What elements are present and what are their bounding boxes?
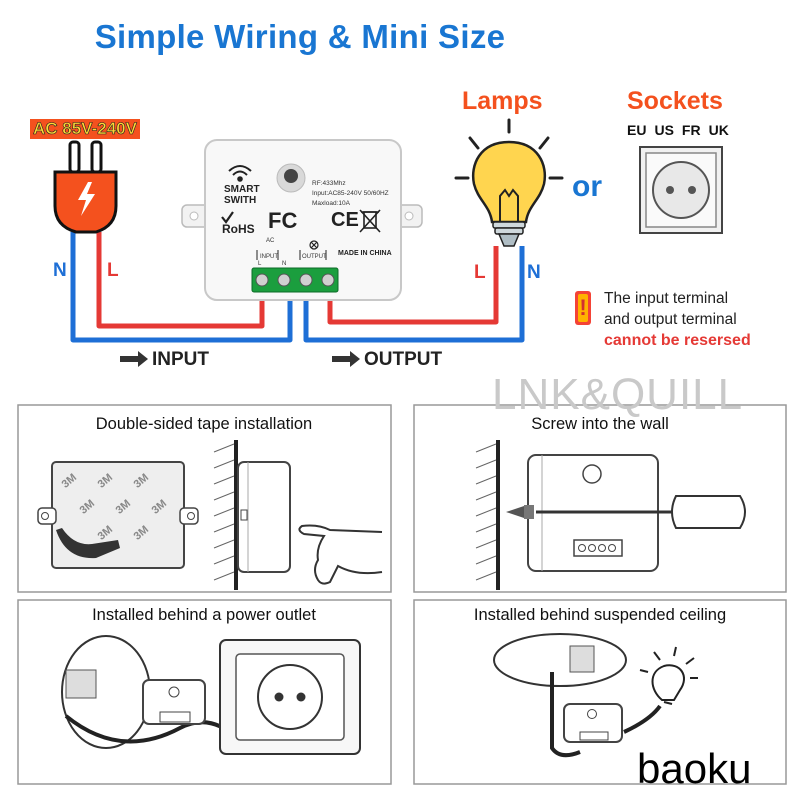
left-neutral-label: N xyxy=(53,260,67,281)
panel-outlet-title: Installed behind a power outlet xyxy=(92,606,316,624)
input-caption: INPUT xyxy=(152,349,209,370)
output-neutral-wire xyxy=(303,246,525,343)
region-fr: FR xyxy=(681,122,701,138)
panel-tape-title: Double-sided tape installation xyxy=(95,415,313,433)
warning-mark: ! xyxy=(579,295,587,320)
output-caption: OUTPUT xyxy=(364,349,443,370)
light-bulb xyxy=(454,118,564,247)
wire-group xyxy=(70,232,525,343)
device-name-line1: SMART xyxy=(224,184,260,195)
region-eu: EU xyxy=(627,122,647,138)
power-plug xyxy=(53,140,118,234)
left-live-label: L xyxy=(107,260,119,281)
warning-line3: cannot be resersed xyxy=(604,332,751,349)
input-live-wire xyxy=(96,232,265,329)
screwdriver-icon xyxy=(671,495,746,529)
made-in-label: MADE IN CHINA xyxy=(338,250,392,257)
lightning-icon xyxy=(78,182,95,216)
brand-watermark: LNK&QUILL xyxy=(492,370,744,419)
wifi-icon xyxy=(228,165,252,182)
output-arrow-icon xyxy=(332,351,360,367)
tape-3m-text: 3M xyxy=(77,497,98,517)
tape-3m-text: 3M xyxy=(95,471,116,491)
tape-3m-text: 3M xyxy=(131,471,152,491)
smart-switch-device xyxy=(181,139,423,301)
wall-socket xyxy=(639,146,723,234)
panel-outlet-frame xyxy=(17,599,392,785)
ac-label: AC xyxy=(266,238,275,244)
small-bulb-icon xyxy=(639,646,698,705)
region-uk: UK xyxy=(708,122,729,138)
check-icon xyxy=(221,211,234,224)
tape-3m-grid: 3M 3M 3M 3M 3M 3M 3M 3M xyxy=(58,468,178,562)
device-pin-n: N xyxy=(282,261,287,267)
screw-illustration xyxy=(475,440,746,590)
device-pin-l: L xyxy=(258,261,262,267)
corner-watermark: baoku xyxy=(637,745,752,792)
panel-ceiling-title: Installed behind suspended ceiling xyxy=(473,606,727,624)
tape-3m-text: 3M xyxy=(113,497,134,517)
right-live-label: L xyxy=(474,262,486,283)
output-live-wire xyxy=(327,246,499,325)
panel-screw-title: Screw into the wall xyxy=(531,415,669,433)
hand-icon xyxy=(298,524,383,585)
panel-tape-frame xyxy=(17,404,392,593)
input-neutral-wire xyxy=(70,232,293,343)
voltage-badge: AC 85V-240V xyxy=(30,119,140,139)
page-title: Simple Wiring & Mini Size xyxy=(94,18,506,55)
tape-3m-text: 3M xyxy=(59,471,80,491)
warning-line2: and output terminal xyxy=(604,311,737,328)
tape-3m-text: 3M xyxy=(95,523,116,543)
spec-rf: RF:433Mhz xyxy=(312,180,346,187)
right-neutral-label: N xyxy=(527,262,541,283)
spec-input: Input:AC85-240V 50/60HZ xyxy=(312,190,389,197)
ce-mark: CE xyxy=(331,209,359,231)
arrow-icons xyxy=(120,351,360,367)
tape-illustration xyxy=(37,440,383,590)
lamps-label: Lamps xyxy=(462,87,543,115)
tape-3m-text: 3M xyxy=(149,497,170,517)
sockets-label: Sockets xyxy=(627,87,723,115)
warning-icon xyxy=(575,291,591,325)
panel-ceiling-frame xyxy=(413,599,787,785)
load-symbol-icon xyxy=(309,240,319,250)
warning-line1: The input terminal xyxy=(604,290,729,307)
region-us: US xyxy=(654,122,674,138)
outlet-illustration xyxy=(61,635,361,755)
terminal-block xyxy=(251,267,339,293)
device-output-label: OUTPUT xyxy=(302,254,327,260)
or-label: or xyxy=(572,170,602,203)
weee-bin-icon xyxy=(359,209,381,233)
fc-mark: FC xyxy=(268,208,298,233)
input-arrow-icon xyxy=(120,351,148,367)
spec-maxload: Maxload:10A xyxy=(312,200,350,207)
screw-icon xyxy=(506,506,524,518)
rohs-mark: RoHS xyxy=(222,222,255,236)
device-input-label: INPUT xyxy=(260,254,278,260)
panel-screw-frame xyxy=(413,404,787,593)
socket-region-list: EU US FR UK xyxy=(627,122,729,138)
device-name-line2: SWITH xyxy=(224,195,257,206)
ceiling-illustration xyxy=(493,633,698,758)
tape-3m-text: 3M xyxy=(131,523,152,543)
